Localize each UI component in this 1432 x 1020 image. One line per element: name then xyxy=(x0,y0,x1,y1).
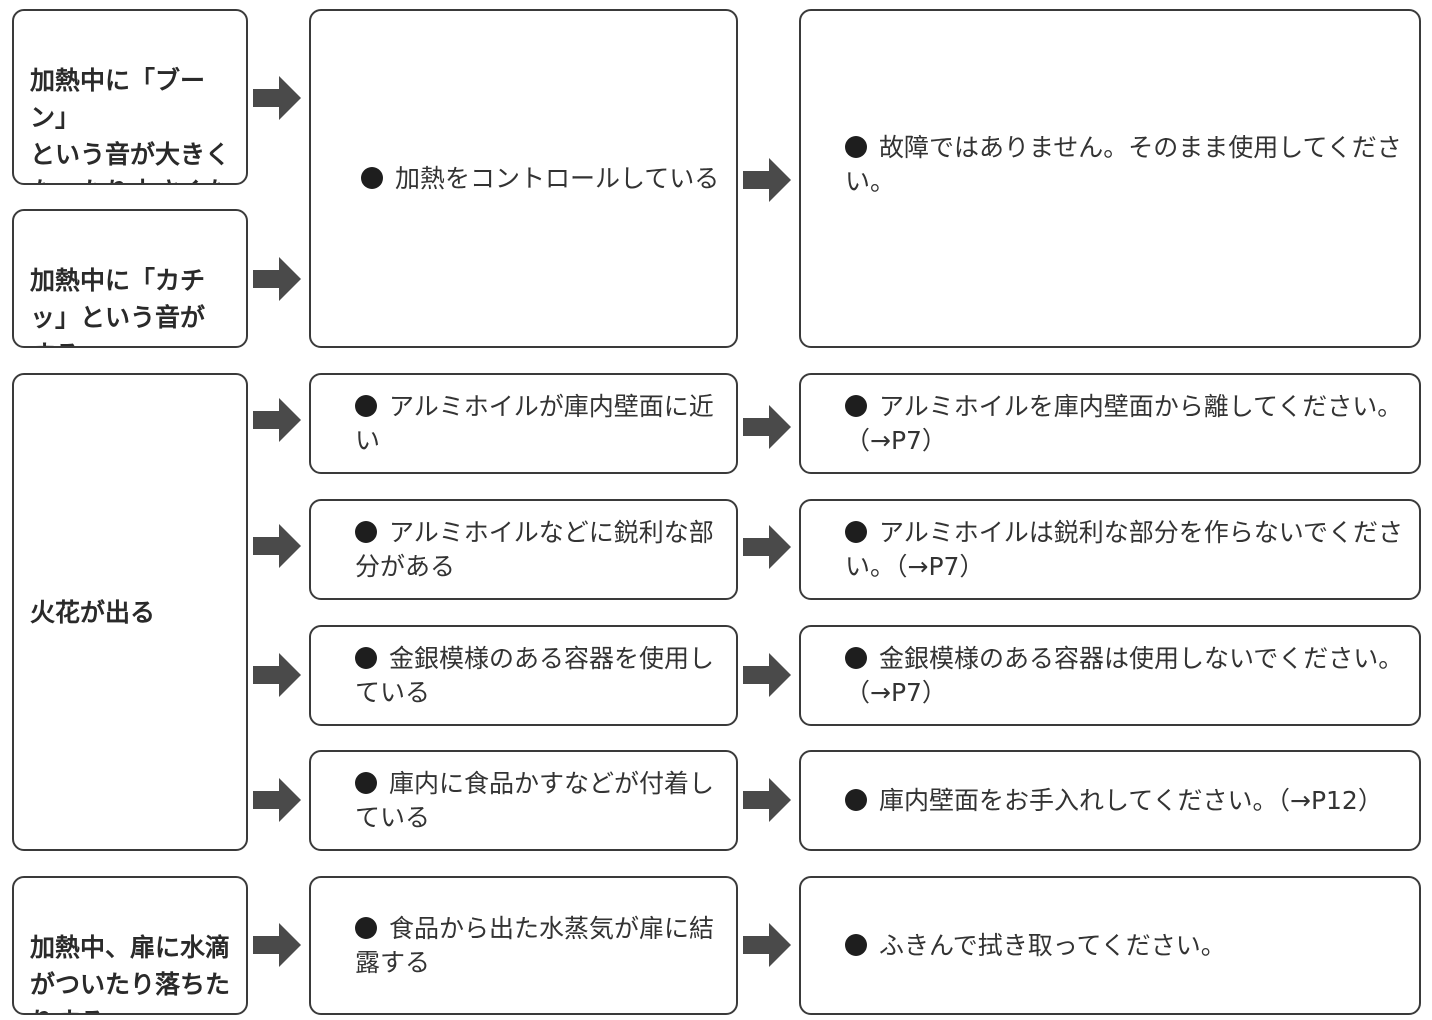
right-arrow-icon xyxy=(743,158,791,202)
symptom-text: 加熱中に「カチ ッ」という音が する xyxy=(30,266,206,346)
remedy-move-foil: アルミホイルを庫内壁面から離してください。（→P7） xyxy=(799,373,1421,474)
remedy-text: アルミホイルは鋭利な部分を作らないでください。（→P7） xyxy=(845,517,1404,581)
remedy-text: 庫内壁面をお手入れしてください。（→P12） xyxy=(879,785,1383,815)
cause-text: 金銀模様のある容器を使用している xyxy=(355,643,715,707)
remedy-no-sharp-foil: アルミホイルは鋭利な部分を作らないでください。（→P7） xyxy=(799,499,1421,600)
remedy-wipe-off: ふきんで拭き取ってください。 xyxy=(799,876,1421,1015)
symptom-text: 加熱中、扉に水滴 がついたり落ちた りする xyxy=(30,933,231,1013)
cause-foil-near-wall: アルミホイルが庫内壁面に近い xyxy=(309,373,738,474)
right-arrow-icon xyxy=(743,653,791,697)
right-arrow-icon xyxy=(743,778,791,822)
right-arrow-icon xyxy=(253,653,301,697)
symptom-text: 火花が出る xyxy=(30,597,156,627)
cause-text: 食品から出た水蒸気が扉に結露する xyxy=(355,913,715,977)
right-arrow-icon xyxy=(253,398,301,442)
cause-text: アルミホイルが庫内壁面に近い xyxy=(355,391,714,455)
remedy-text: 金銀模様のある容器は使用しないでください。（→P7） xyxy=(845,643,1404,707)
remedy-clean-interior: 庫内壁面をお手入れしてください。（→P12） xyxy=(799,750,1421,851)
right-arrow-icon xyxy=(253,778,301,822)
cause-text: アルミホイルなどに鋭利な部分がある xyxy=(355,517,714,581)
symptom-text: 加熱中に「ブーン」 という音が大きく なったり小さくな ったりする xyxy=(30,66,231,183)
remedy-no-gold-silver-container: 金銀模様のある容器は使用しないでください。（→P7） xyxy=(799,625,1421,726)
cause-text: 庫内に食品かすなどが付着している xyxy=(355,768,715,832)
symptom-buzzing-noise: 加熱中に「ブーン」 という音が大きく なったり小さくな ったりする xyxy=(12,9,248,185)
remedy-text: 故障ではありません。そのまま使用してください。 xyxy=(845,132,1402,196)
bullet-icon xyxy=(361,166,383,189)
symptom-click-noise: 加熱中に「カチ ッ」という音が する xyxy=(12,209,248,348)
cause-text: 加熱をコントロールしている xyxy=(395,163,720,193)
right-arrow-icon xyxy=(253,923,301,967)
bullet-icon xyxy=(355,916,377,939)
bullet-icon xyxy=(845,394,867,417)
bullet-icon xyxy=(845,646,867,669)
bullet-icon xyxy=(355,646,377,669)
cause-gold-silver-container: 金銀模様のある容器を使用している xyxy=(309,625,738,726)
right-arrow-icon xyxy=(743,405,791,449)
bullet-icon xyxy=(355,394,377,417)
symptom-condensation: 加熱中、扉に水滴 がついたり落ちた りする xyxy=(12,876,248,1015)
remedy-not-malfunction: 故障ではありません。そのまま使用してください。 xyxy=(799,9,1421,348)
right-arrow-icon xyxy=(253,524,301,568)
remedy-text: アルミホイルを庫内壁面から離してください。（→P7） xyxy=(845,391,1403,455)
remedy-text: ふきんで拭き取ってください。 xyxy=(879,930,1226,960)
bullet-icon xyxy=(845,520,867,543)
right-arrow-icon xyxy=(253,257,301,301)
symptom-sparks: 火花が出る xyxy=(12,373,248,851)
cause-steam-condensation: 食品から出た水蒸気が扉に結露する xyxy=(309,876,738,1015)
cause-heating-control: 加熱をコントロールしている xyxy=(309,9,738,348)
bullet-icon xyxy=(355,520,377,543)
right-arrow-icon xyxy=(743,525,791,569)
right-arrow-icon xyxy=(743,923,791,967)
right-arrow-icon xyxy=(253,76,301,120)
cause-food-residue: 庫内に食品かすなどが付着している xyxy=(309,750,738,851)
bullet-icon xyxy=(845,788,867,811)
bullet-icon xyxy=(845,135,867,158)
cause-sharp-foil: アルミホイルなどに鋭利な部分がある xyxy=(309,499,738,600)
bullet-icon xyxy=(845,933,867,956)
bullet-icon xyxy=(355,771,377,794)
